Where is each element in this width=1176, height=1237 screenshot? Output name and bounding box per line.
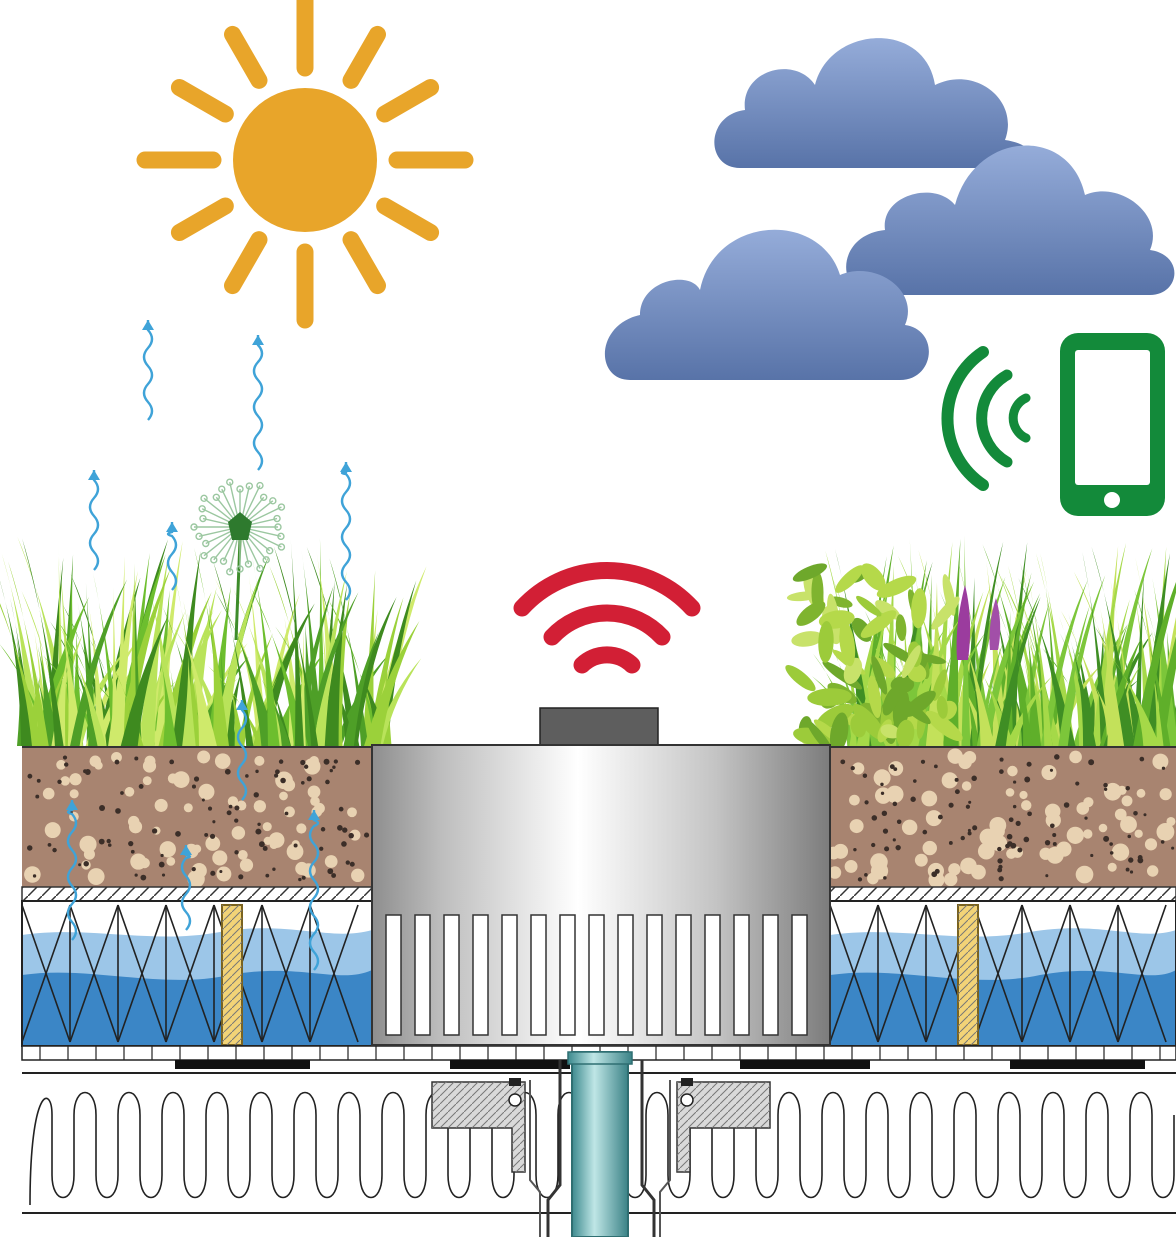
evaporation-arrow	[340, 462, 352, 601]
evaporation-arrow	[66, 800, 78, 941]
drain-flange	[431, 1060, 771, 1237]
wifi-icon	[513, 561, 701, 674]
substrate-layer	[22, 746, 1176, 887]
evaporation-arrow	[88, 470, 100, 571]
dandelion-icon	[190, 478, 286, 641]
evaporation-arrow	[166, 522, 178, 591]
smartphone-icon	[1060, 333, 1165, 516]
shrub-icon	[785, 563, 963, 757]
sun-icon	[136, 0, 474, 329]
cloud-icon	[846, 145, 1175, 295]
evaporation-arrows	[66, 320, 352, 971]
phone-signal-icon	[941, 346, 1031, 491]
evaporation-arrow	[180, 845, 192, 931]
evaporation-arrow	[236, 700, 248, 801]
cloud-icon	[714, 38, 1032, 169]
drain-icon	[371, 707, 831, 1046]
water-layer	[21, 900, 1176, 1047]
cloud-icon	[604, 229, 929, 380]
evaporation-arrow	[252, 335, 264, 471]
evaporation-arrow	[308, 810, 320, 971]
purple-flower-icon	[956, 585, 1001, 660]
evaporation-arrow	[142, 320, 154, 421]
drain-pipe	[567, 1051, 633, 1237]
vegetation-left	[0, 536, 427, 746]
